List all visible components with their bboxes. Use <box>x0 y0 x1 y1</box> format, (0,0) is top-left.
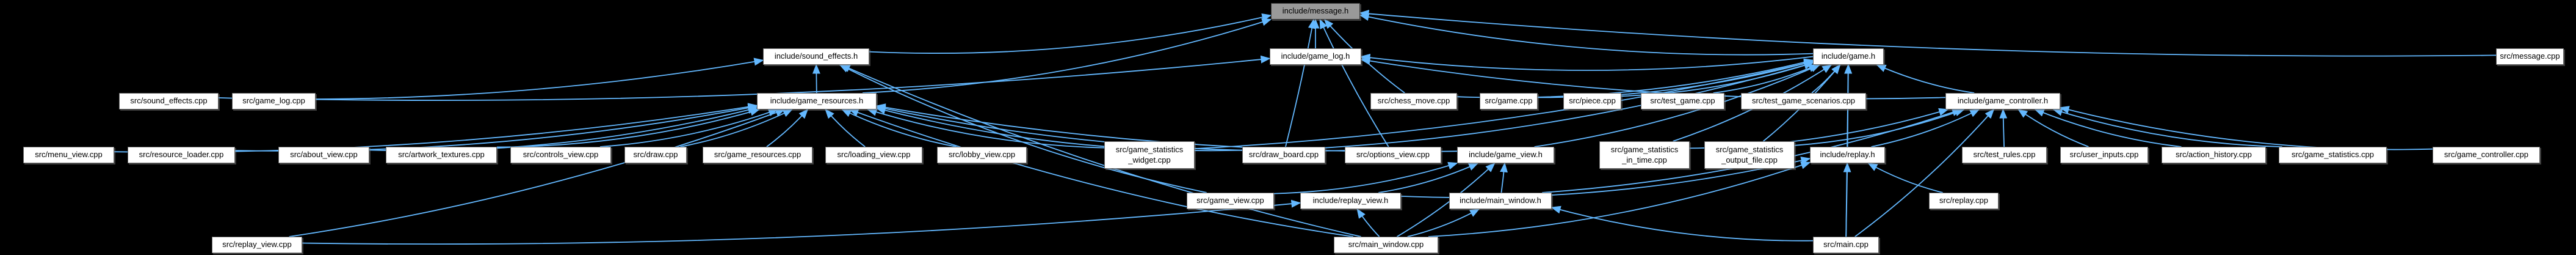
include-edge-game_controller_h-to-game_h <box>1876 64 1975 94</box>
graph-node-game-cpp[interactable]: src/game.cpp <box>1480 93 1538 109</box>
include-edge-action_history_cpp-to-game_controller_h <box>2034 109 2182 147</box>
graph-node-game-statistics-output-file-cpp[interactable]: src/game_statistics _output_file.cpp <box>1704 141 1795 169</box>
include-edge-game_log_cpp-to-game_log_h <box>315 55 1271 101</box>
graph-node-sound-effects-h[interactable]: include/sound_effects.h <box>763 48 869 65</box>
graph-node-draw-board-cpp[interactable]: src/draw_board.cpp <box>1242 147 1325 163</box>
graph-node-sound-effects-cpp[interactable]: src/sound_effects.cpp <box>119 93 219 109</box>
graph-node-options-view-cpp[interactable]: src/options_view.cpp <box>1345 147 1441 163</box>
graph-node-piece-cpp[interactable]: src/piece.cpp <box>1563 93 1621 109</box>
graph-node-game-statistics-cpp[interactable]: src/game_statistics.cpp <box>2279 147 2387 163</box>
graph-node-game-controller-h[interactable]: include/game_controller.h <box>1945 93 2060 109</box>
include-edge-game_view_h-to-game_h <box>1534 64 1821 147</box>
graph-node-game-log-h[interactable]: include/game_log.h <box>1270 48 1361 65</box>
graph-node-test-rules-cpp[interactable]: src/test_rules.cpp <box>1962 147 2047 163</box>
include-edge-artwork_textures_cpp-to-game_resources_h <box>496 108 761 148</box>
graph-node-game-view-h[interactable]: include/game_view.h <box>1457 147 1554 163</box>
include-edge-game_h-to-message_h <box>1359 13 1814 56</box>
include-edge-user_inputs_cpp-to-game_controller_h <box>2017 109 2089 147</box>
include-edge-sound_effects_h-to-message_h <box>869 13 1272 54</box>
graph-node-menu-view-cpp[interactable]: src/menu_view.cpp <box>23 147 114 163</box>
graph-node-lobby-view-cpp[interactable]: src/lobby_view.cpp <box>937 147 1027 163</box>
include-edge-main_cpp-to-replay_h <box>1843 162 1851 237</box>
graph-node-game-view-cpp[interactable]: src/game_view.cpp <box>1187 193 1274 209</box>
include-edge-replay_view_cpp-to-game_resources_h <box>289 108 786 237</box>
include-edge-main_window_h-to-game_view_h <box>1500 162 1508 193</box>
include-edge-draw_cpp-to-game_resources_h <box>680 109 793 147</box>
graph-node-game-controller-cpp[interactable]: src/game_controller.cpp <box>2433 147 2540 163</box>
include-edge-main_window_cpp-to-sound_effects_h <box>840 64 1361 237</box>
include-edge-game_resources_cpp-to-game_resources_h <box>766 108 809 147</box>
include-edge-loading_view_cpp-to-game_resources_h <box>825 108 866 147</box>
include-edge-test_rules_cpp-to-game_controller_h <box>1999 108 2008 147</box>
include-edge-main_window_cpp-to-replay_h <box>1428 161 1811 237</box>
include-edge-game_resources_h-to-sound_effects_h <box>812 64 820 94</box>
include-edge-controls_view_cpp-to-game_resources_h <box>599 108 779 147</box>
graph-node-main-window-cpp[interactable]: src/main_window.cpp <box>1334 237 1438 253</box>
include-edge-test_game_scenarios_cpp-to-game_h <box>1811 64 1841 94</box>
graph-node-replay-view-cpp[interactable]: src/replay_view.cpp <box>212 237 302 253</box>
include-edge-game_statistics_widget_cpp-to-game_h <box>1194 59 1814 149</box>
include-edge-chess_move_cpp-to-game_h <box>1456 58 1814 98</box>
graph-node-replay-h[interactable]: include/replay.h <box>1810 147 1885 163</box>
graph-node-chess-move-cpp[interactable]: src/chess_move.cpp <box>1370 93 1457 109</box>
include-edge-replay_cpp-to-replay_h <box>1867 163 1943 193</box>
include-edge-main_cpp-to-main_window_h <box>1550 205 1814 242</box>
include-edge-replay_h-to-game_controller_h <box>1871 109 1980 147</box>
graph-node-main-cpp[interactable]: src/main.cpp <box>1813 237 1879 253</box>
graph-node-test-game-cpp[interactable]: src/test_game.cpp <box>1641 93 1724 109</box>
graph-node-about-view-cpp[interactable]: src/about_view.cpp <box>278 147 369 163</box>
graph-node-main-window-h[interactable]: include/main_window.h <box>1449 193 1552 209</box>
include-edge-message_cpp-to-message_h <box>1359 9 2497 57</box>
graph-node-message-cpp[interactable]: src/message.cpp <box>2496 48 2564 65</box>
graph-node-game-resources-cpp[interactable]: src/game_resources.cpp <box>703 147 812 163</box>
graph-node-message-h[interactable]: include/message.h <box>1271 3 1360 20</box>
graph-node-loading-view-cpp[interactable]: src/loading_view.cpp <box>825 147 922 163</box>
include-edge-game_controller_cpp-to-game_controller_h <box>2059 106 2433 150</box>
include-edge-options_view_cpp-to-message_h <box>1319 18 1389 147</box>
include-edge-main_cpp-to-game_controller_h <box>1854 108 1995 237</box>
include-edge-game_view_cpp-to-sound_effects_h <box>839 64 1207 193</box>
graph-node-action-history-cpp[interactable]: src/action_history.cpp <box>2162 147 2266 163</box>
include-edge-draw_board_cpp-to-game_h <box>1325 61 1814 149</box>
include-edge-main_window_cpp-to-game_resources_h <box>848 108 1354 237</box>
graph-node-replay-view-h[interactable]: include/replay_view.h <box>1300 193 1401 209</box>
graph-node-game-resources-h[interactable]: include/game_resources.h <box>757 93 877 109</box>
graph-node-test-game-scenarios-cpp[interactable]: src/test_game_scenarios.cpp <box>1741 93 1866 109</box>
graph-node-game-log-cpp[interactable]: src/game_log.cpp <box>232 93 316 109</box>
include-edge-main_window_cpp-to-main_window_h <box>1407 209 1480 237</box>
include-edge-game_view_cpp-to-game_view_h <box>1273 161 1458 194</box>
include-edge-game_statistics_cpp-to-game_controller_h <box>2052 108 2282 147</box>
include-edge-test_game_cpp-to-game_h <box>1713 64 1819 94</box>
graph-node-draw-cpp[interactable]: src/draw.cpp <box>624 147 687 163</box>
include-edge-game_statistics_output_file_cpp-to-game_controller_h <box>1794 108 1965 146</box>
include-edge-replay_view_cpp-to-replay_view_h <box>302 199 1301 245</box>
graph-node-artwork-textures-cpp[interactable]: src/artwork_textures.cpp <box>386 147 497 163</box>
graph-node-replay-cpp[interactable]: src/replay.cpp <box>1929 193 1999 209</box>
include-edge-game_statistics_widget_cpp-to-game_resources_h <box>867 108 1105 149</box>
graph-node-controls-view-cpp[interactable]: src/controls_view.cpp <box>510 147 611 163</box>
graph-node-resource-loader-cpp[interactable]: src/resource_loader.cpp <box>128 147 235 163</box>
include-edge-main_window_cpp-to-replay_view_h <box>1356 208 1380 237</box>
include-edge-replay_view_h-to-game_view_h <box>1378 163 1479 193</box>
graph-node-game-h[interactable]: include/game.h <box>1813 48 1884 65</box>
include-edge-main_window_cpp-to-game_view_h <box>1397 162 1496 237</box>
graph-node-game-statistics-in-time-cpp[interactable]: src/game_statistics _in_time.cpp <box>1599 141 1690 169</box>
include-edge-game_resources_h-to-message_h <box>862 18 1272 94</box>
include-edge-draw_board_cpp-to-message_h <box>1285 18 1316 147</box>
graph-node-user-inputs-cpp[interactable]: src/user_inputs.cpp <box>2060 147 2148 163</box>
include-edge-game_h-to-game_log_h <box>1360 53 1814 71</box>
graph-node-game-statistics-widget-cpp[interactable]: src/game_statistics _widget.cpp <box>1104 141 1195 169</box>
